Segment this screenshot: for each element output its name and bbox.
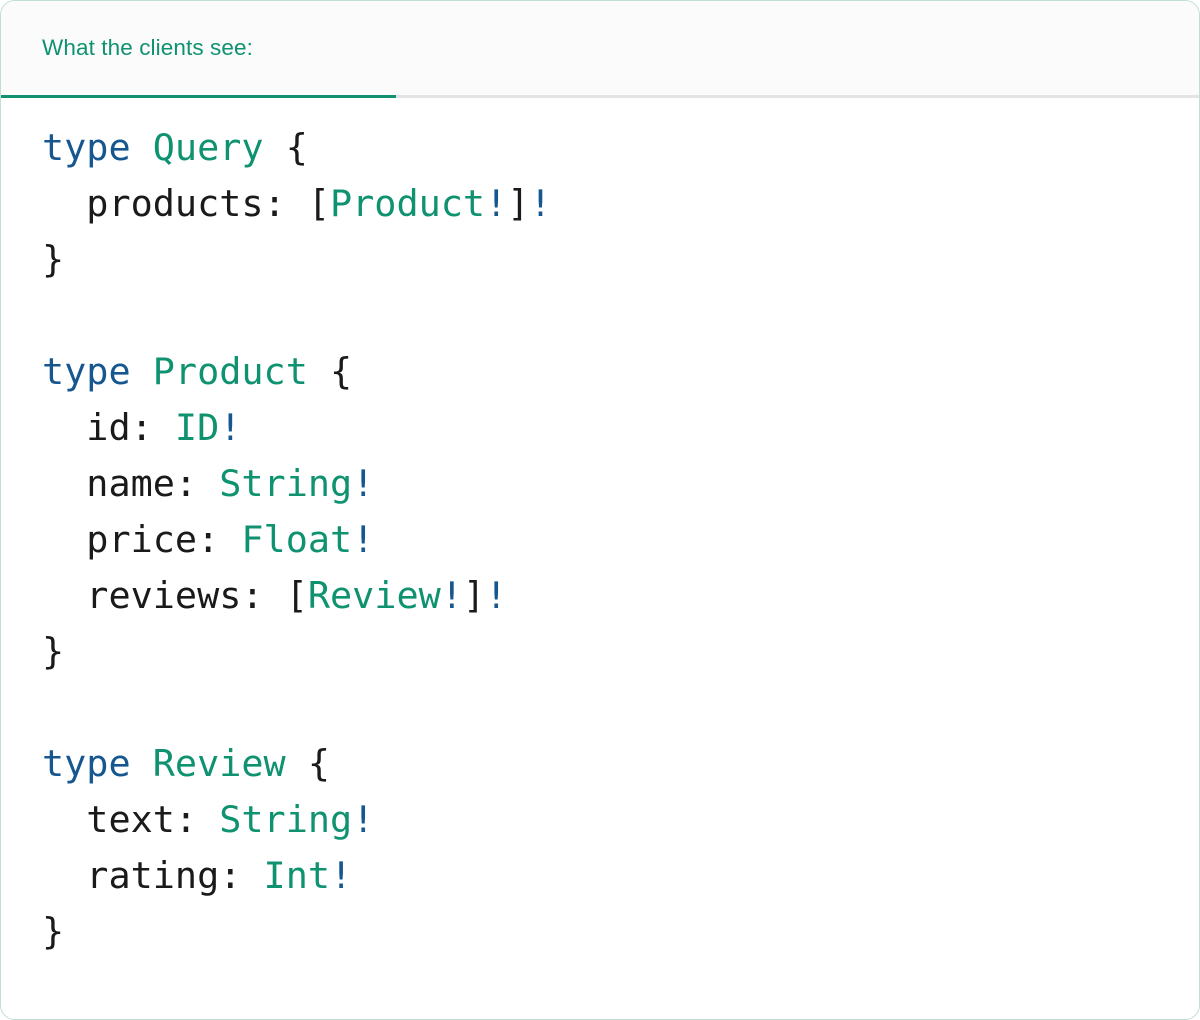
code-line: reviews: [Review!]! [42, 568, 1199, 624]
tab-label: What the clients see: [42, 35, 253, 60]
code-token-type: String [219, 462, 353, 505]
code-token-bang: ! [529, 182, 552, 225]
code-token-bang: ! [219, 406, 242, 449]
code-line: } [42, 232, 1199, 288]
code-token-bang: ! [485, 574, 508, 617]
code-token-type: Int [263, 854, 331, 897]
code-token-plain: id: [42, 406, 175, 449]
code-line: rating: Int! [42, 848, 1199, 904]
code-token-plain [264, 126, 286, 169]
code-line: name: String! [42, 456, 1199, 512]
code-line: } [42, 624, 1199, 680]
code-token-plain [131, 742, 153, 785]
code-line: price: Float! [42, 512, 1199, 568]
code-token-kw: type [42, 350, 131, 393]
code-token-plain: name: [42, 462, 220, 505]
code-token-plain: text: [42, 798, 220, 841]
code-token-kw: type [42, 126, 131, 169]
code-token-bang: ! [485, 182, 508, 225]
code-token-bang: ! [352, 462, 375, 505]
code-token-type: String [219, 798, 353, 841]
tab-what-the-clients-see[interactable]: What the clients see: [1, 1, 396, 98]
code-panel: type Query { products: [Product!]!} type… [1, 98, 1199, 1018]
code-token-bang: ! [352, 518, 375, 561]
code-token-plain [286, 742, 308, 785]
code-line: type Product { [42, 344, 1199, 400]
code-token-plain: products: [42, 182, 308, 225]
code-token-plain [131, 350, 153, 393]
code-token-plain: rating: [42, 854, 264, 897]
code-token-plain [308, 350, 330, 393]
code-token-plain: price: [42, 518, 242, 561]
code-token-punct: { [307, 742, 331, 785]
code-line: products: [Product!]! [42, 176, 1199, 232]
tab-strip: What the clients see: [1, 1, 1199, 98]
code-token-punct: ] [507, 182, 530, 225]
code-token-punct: ] [462, 574, 486, 617]
code-token-punct: } [42, 238, 65, 281]
code-token-type: Product [152, 350, 308, 393]
code-token-type: ID [174, 406, 220, 449]
code-token-bang: ! [330, 854, 353, 897]
code-token-type: Review [152, 742, 286, 785]
code-line: text: String! [42, 792, 1199, 848]
code-token-type: Product [330, 182, 486, 225]
code-token-punct: [ [307, 182, 330, 225]
code-token-plain [131, 126, 153, 169]
code-token-bang: ! [440, 574, 463, 617]
code-line [42, 288, 1199, 344]
code-token-punct: } [42, 910, 65, 953]
code-token-type: Review [307, 574, 441, 617]
code-line: id: ID! [42, 400, 1199, 456]
code-token-bang: ! [352, 798, 375, 841]
code-token-plain: reviews: [42, 574, 286, 617]
graphql-schema-code[interactable]: type Query { products: [Product!]!} type… [42, 120, 1199, 960]
code-line [42, 680, 1199, 736]
code-token-punct: { [285, 126, 308, 169]
code-line: } [42, 904, 1199, 960]
code-token-punct: [ [285, 574, 308, 617]
code-token-punct: { [330, 350, 353, 393]
code-token-type: Query [152, 126, 264, 169]
code-line: type Query { [42, 120, 1199, 176]
code-token-kw: type [42, 742, 131, 785]
code-token-type: Float [241, 518, 353, 561]
code-token-punct: } [42, 630, 65, 673]
code-line: type Review { [42, 736, 1199, 792]
